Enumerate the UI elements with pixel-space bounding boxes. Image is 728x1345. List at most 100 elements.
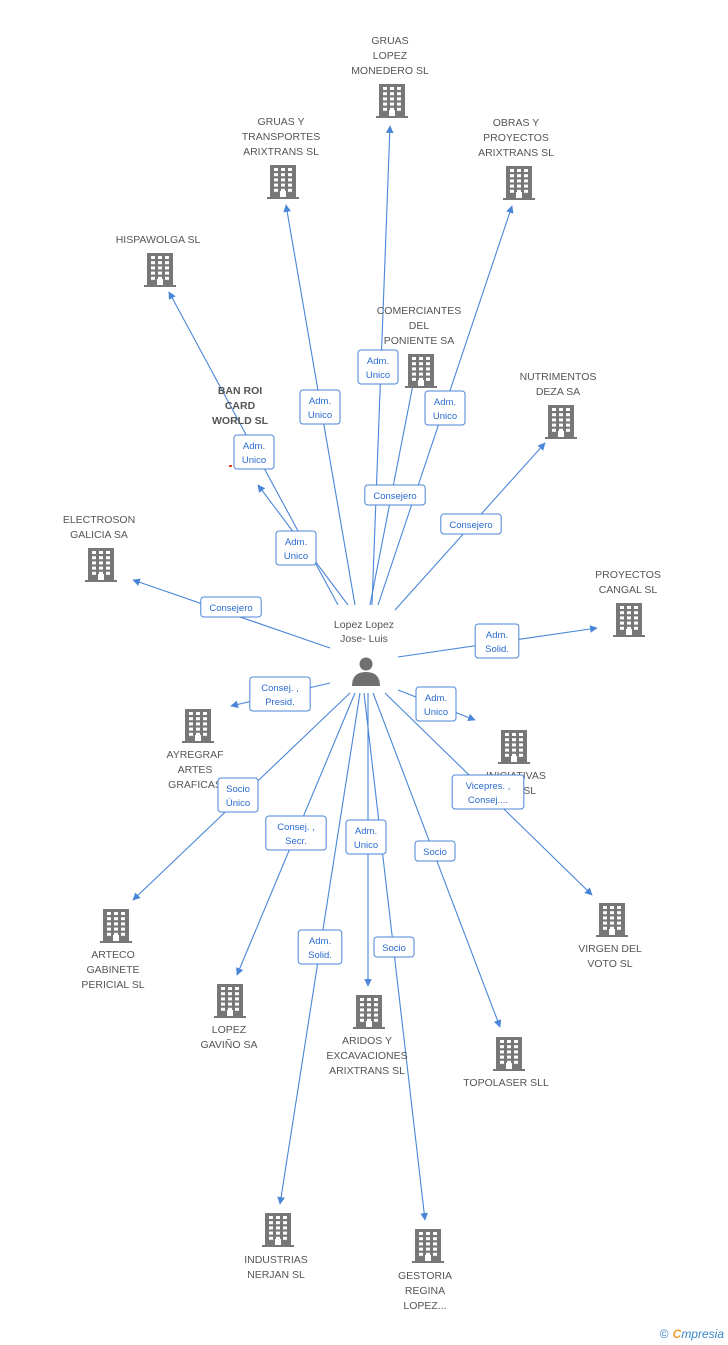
edge-role-text: Unico bbox=[242, 455, 266, 466]
company-name-line: TOPOLASER SLL bbox=[463, 1077, 549, 1089]
company-name-line: LOPEZ bbox=[212, 1024, 247, 1036]
brand-logo-text: mpresia bbox=[681, 1327, 724, 1341]
edge-label-proyectos_cangal: Adm.Solid. bbox=[474, 623, 520, 659]
company-name-line: TRANSPORTES bbox=[242, 131, 321, 143]
edge-label-box bbox=[440, 513, 502, 535]
company-node-lopez_gavino[interactable]: LOPEZ GAVIÑO SA bbox=[201, 984, 258, 1051]
edge-role-text: Adm. bbox=[285, 537, 307, 548]
edge-label-topolaser: Socio bbox=[414, 840, 456, 862]
edge-label-iniciativas: Adm.Unico bbox=[415, 686, 457, 722]
company-name-line: COMERCIANTES bbox=[377, 305, 462, 317]
company-name-line: ARIXTRANS SL bbox=[243, 146, 319, 158]
edge-role-text: Adm. bbox=[309, 936, 331, 947]
building-icon bbox=[144, 253, 176, 287]
edge-role-text: Solid. bbox=[308, 950, 332, 961]
building-icon bbox=[545, 405, 577, 439]
edge-role-text: Adm. bbox=[434, 397, 456, 408]
building-icon bbox=[493, 1037, 525, 1071]
company-name-line: MONEDERO SL bbox=[351, 65, 429, 77]
company-name-line: REGINA bbox=[405, 1285, 445, 1297]
building-icon bbox=[353, 995, 385, 1029]
edge-label-comerciantes: Consejero bbox=[364, 484, 426, 506]
company-name-line: NERJAN SL bbox=[247, 1269, 305, 1281]
edge-label-box bbox=[265, 815, 327, 851]
edge-label-box bbox=[357, 349, 399, 385]
footer-brand: ©Cmpresia bbox=[660, 1327, 724, 1341]
company-name-line: DEZA SA bbox=[536, 386, 580, 398]
company-name-line: GRUAS Y bbox=[257, 116, 304, 128]
copyright-symbol: © bbox=[659, 1327, 669, 1341]
edge-role-text: Adm. bbox=[425, 693, 447, 704]
company-name-line: VIRGEN DEL bbox=[578, 943, 642, 955]
edge-role-text: Consej.... bbox=[468, 795, 508, 806]
marker-dot bbox=[229, 465, 232, 467]
edge-label-hispawolga: Adm.Unico bbox=[233, 434, 275, 470]
company-node-industrias[interactable]: INDUSTRIAS NERJAN SL bbox=[244, 1213, 308, 1281]
edge-role-text: Unico bbox=[433, 411, 457, 422]
edge-role-text: Consej. , bbox=[261, 683, 299, 694]
edge-role-text: Socio bbox=[226, 784, 250, 795]
edge-label-box bbox=[474, 623, 520, 659]
edge-role-text: Consejero bbox=[209, 603, 252, 614]
company-name-line: AYREGRAF bbox=[167, 749, 224, 761]
edge-role-text: Presid. bbox=[265, 697, 295, 708]
company-node-proyectos_cangal[interactable]: PROYECTOS CANGAL SL bbox=[595, 569, 661, 637]
edge-role-text: Consej. , bbox=[277, 822, 315, 833]
company-name-line: LOPEZ... bbox=[403, 1300, 446, 1312]
company-name-line: PONIENTE SA bbox=[384, 335, 455, 347]
edge-role-text: Socio bbox=[382, 943, 406, 954]
company-name-line: CANGAL SL bbox=[599, 584, 658, 596]
company-node-topolaser[interactable]: TOPOLASER SLL bbox=[463, 1037, 549, 1089]
edge-role-text: Socio bbox=[423, 847, 447, 858]
edge-label-box bbox=[414, 840, 456, 862]
company-name-line: EXCAVACIONES bbox=[326, 1050, 407, 1062]
company-name-line: PROYECTOS bbox=[595, 569, 661, 581]
edge-role-text: Único bbox=[226, 798, 250, 809]
edge-label-box bbox=[233, 434, 275, 470]
company-name-line: CARD bbox=[225, 400, 256, 412]
edge-role-text: Unico bbox=[366, 370, 390, 381]
company-name-line: PERICIAL SL bbox=[81, 979, 144, 991]
building-icon bbox=[412, 1229, 444, 1263]
company-name-line: ARIXTRANS SL bbox=[478, 147, 554, 159]
company-name-line: OBRAS Y bbox=[493, 117, 540, 129]
edge-label-box bbox=[364, 484, 426, 506]
company-name-line: GABINETE bbox=[86, 964, 139, 976]
edge-label-box bbox=[451, 774, 525, 810]
company-node-gruas_transportes[interactable]: GRUAS Y TRANSPORTES ARIXTRANS SL bbox=[242, 116, 321, 199]
edge-label-gruas_transportes: Adm.Unico bbox=[299, 389, 341, 425]
edge-label-electroson: Consejero bbox=[200, 596, 262, 618]
company-name-line: INDUSTRIAS bbox=[244, 1254, 308, 1266]
edge-label-box bbox=[249, 676, 311, 712]
edge-role-text: Consejero bbox=[373, 491, 416, 502]
building-icon bbox=[267, 165, 299, 199]
company-node-nutrimentos[interactable]: NUTRIMENTOS DEZA SA bbox=[520, 371, 597, 439]
person-name-line: Jose- Luis bbox=[340, 633, 388, 645]
person-name-line: Lopez Lopez bbox=[334, 619, 394, 631]
edge-label-box bbox=[275, 530, 317, 566]
edge-label-industrias: Adm. Solid. bbox=[297, 929, 343, 965]
company-name-line: PROYECTOS bbox=[483, 132, 549, 144]
edge-role-text: Unico bbox=[284, 551, 308, 562]
company-name-line: DEL bbox=[409, 320, 430, 332]
company-node-obras[interactable]: OBRAS Y PROYECTOS ARIXTRANS SL bbox=[478, 117, 554, 200]
company-node-gestoria[interactable]: GESTORIAREGINALOPEZ... bbox=[398, 1229, 452, 1312]
company-node-hispawolga[interactable]: HISPAWOLGA SL bbox=[116, 234, 201, 287]
company-node-comerciantes[interactable]: COMERCIANTES DEL PONIENTE SA bbox=[377, 305, 462, 388]
edge-label-gruas_lopez: Adm.Unico bbox=[357, 349, 399, 385]
building-icon bbox=[613, 603, 645, 637]
edge-label-box bbox=[299, 389, 341, 425]
company-name-line: GAVIÑO SA bbox=[201, 1038, 258, 1051]
company-name-line: NUTRIMENTOS bbox=[520, 371, 597, 383]
edge-role-text: Adm. bbox=[486, 630, 508, 641]
